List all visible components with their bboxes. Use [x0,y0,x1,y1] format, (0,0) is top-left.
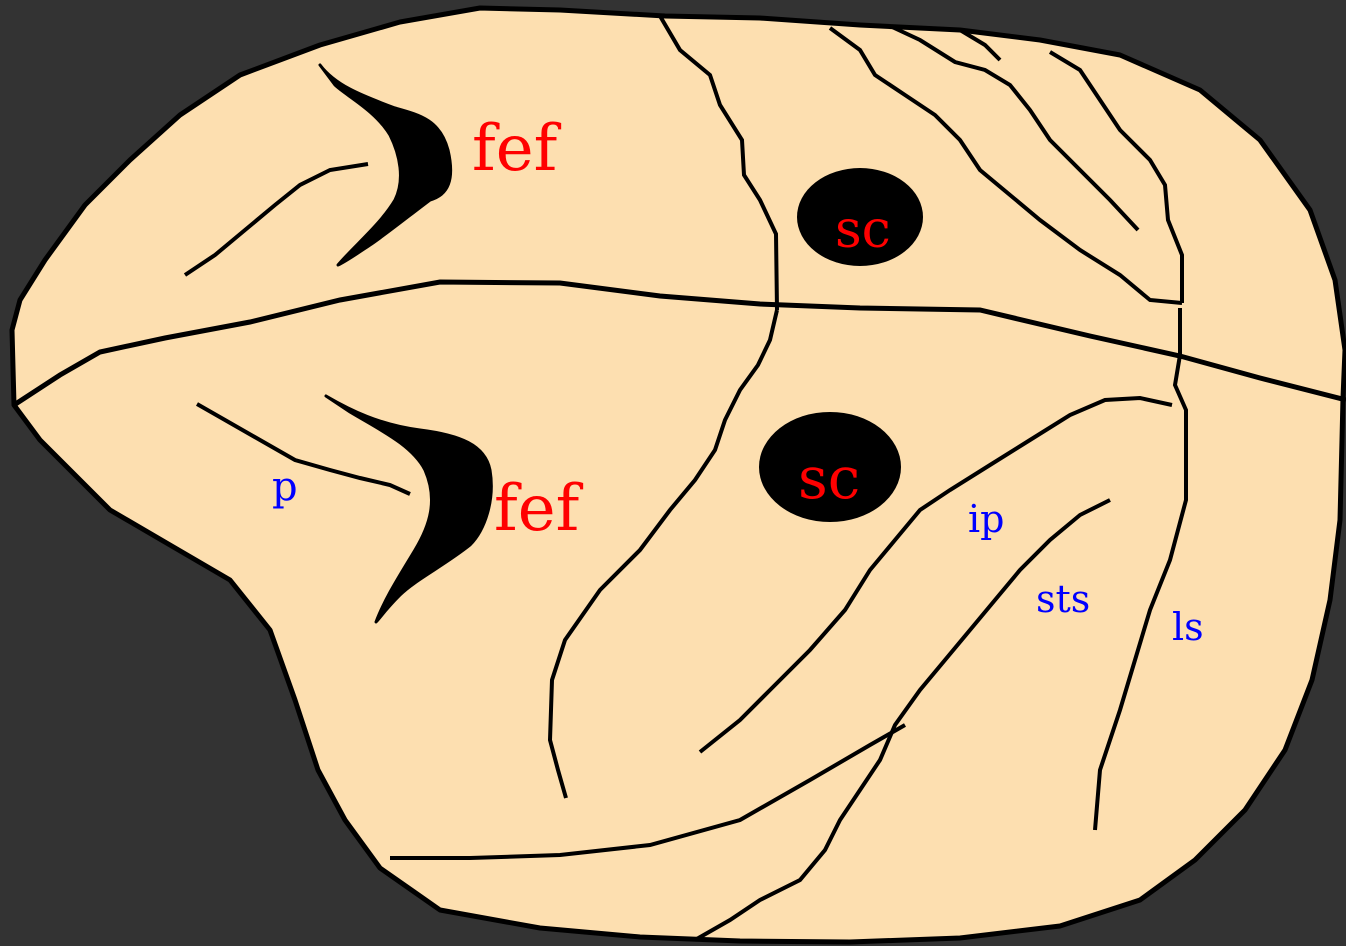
brain-outline [12,8,1345,942]
label-fef-lower: fef [494,472,584,546]
label-p: p [272,464,298,510]
label-sc-lower: sc [798,444,860,512]
label-sc-upper: sc [835,200,891,260]
label-sts: sts [1036,577,1090,621]
label-fef-upper: fef [472,112,562,186]
label-ip: ip [968,497,1004,541]
label-ls: ls [1172,605,1204,649]
